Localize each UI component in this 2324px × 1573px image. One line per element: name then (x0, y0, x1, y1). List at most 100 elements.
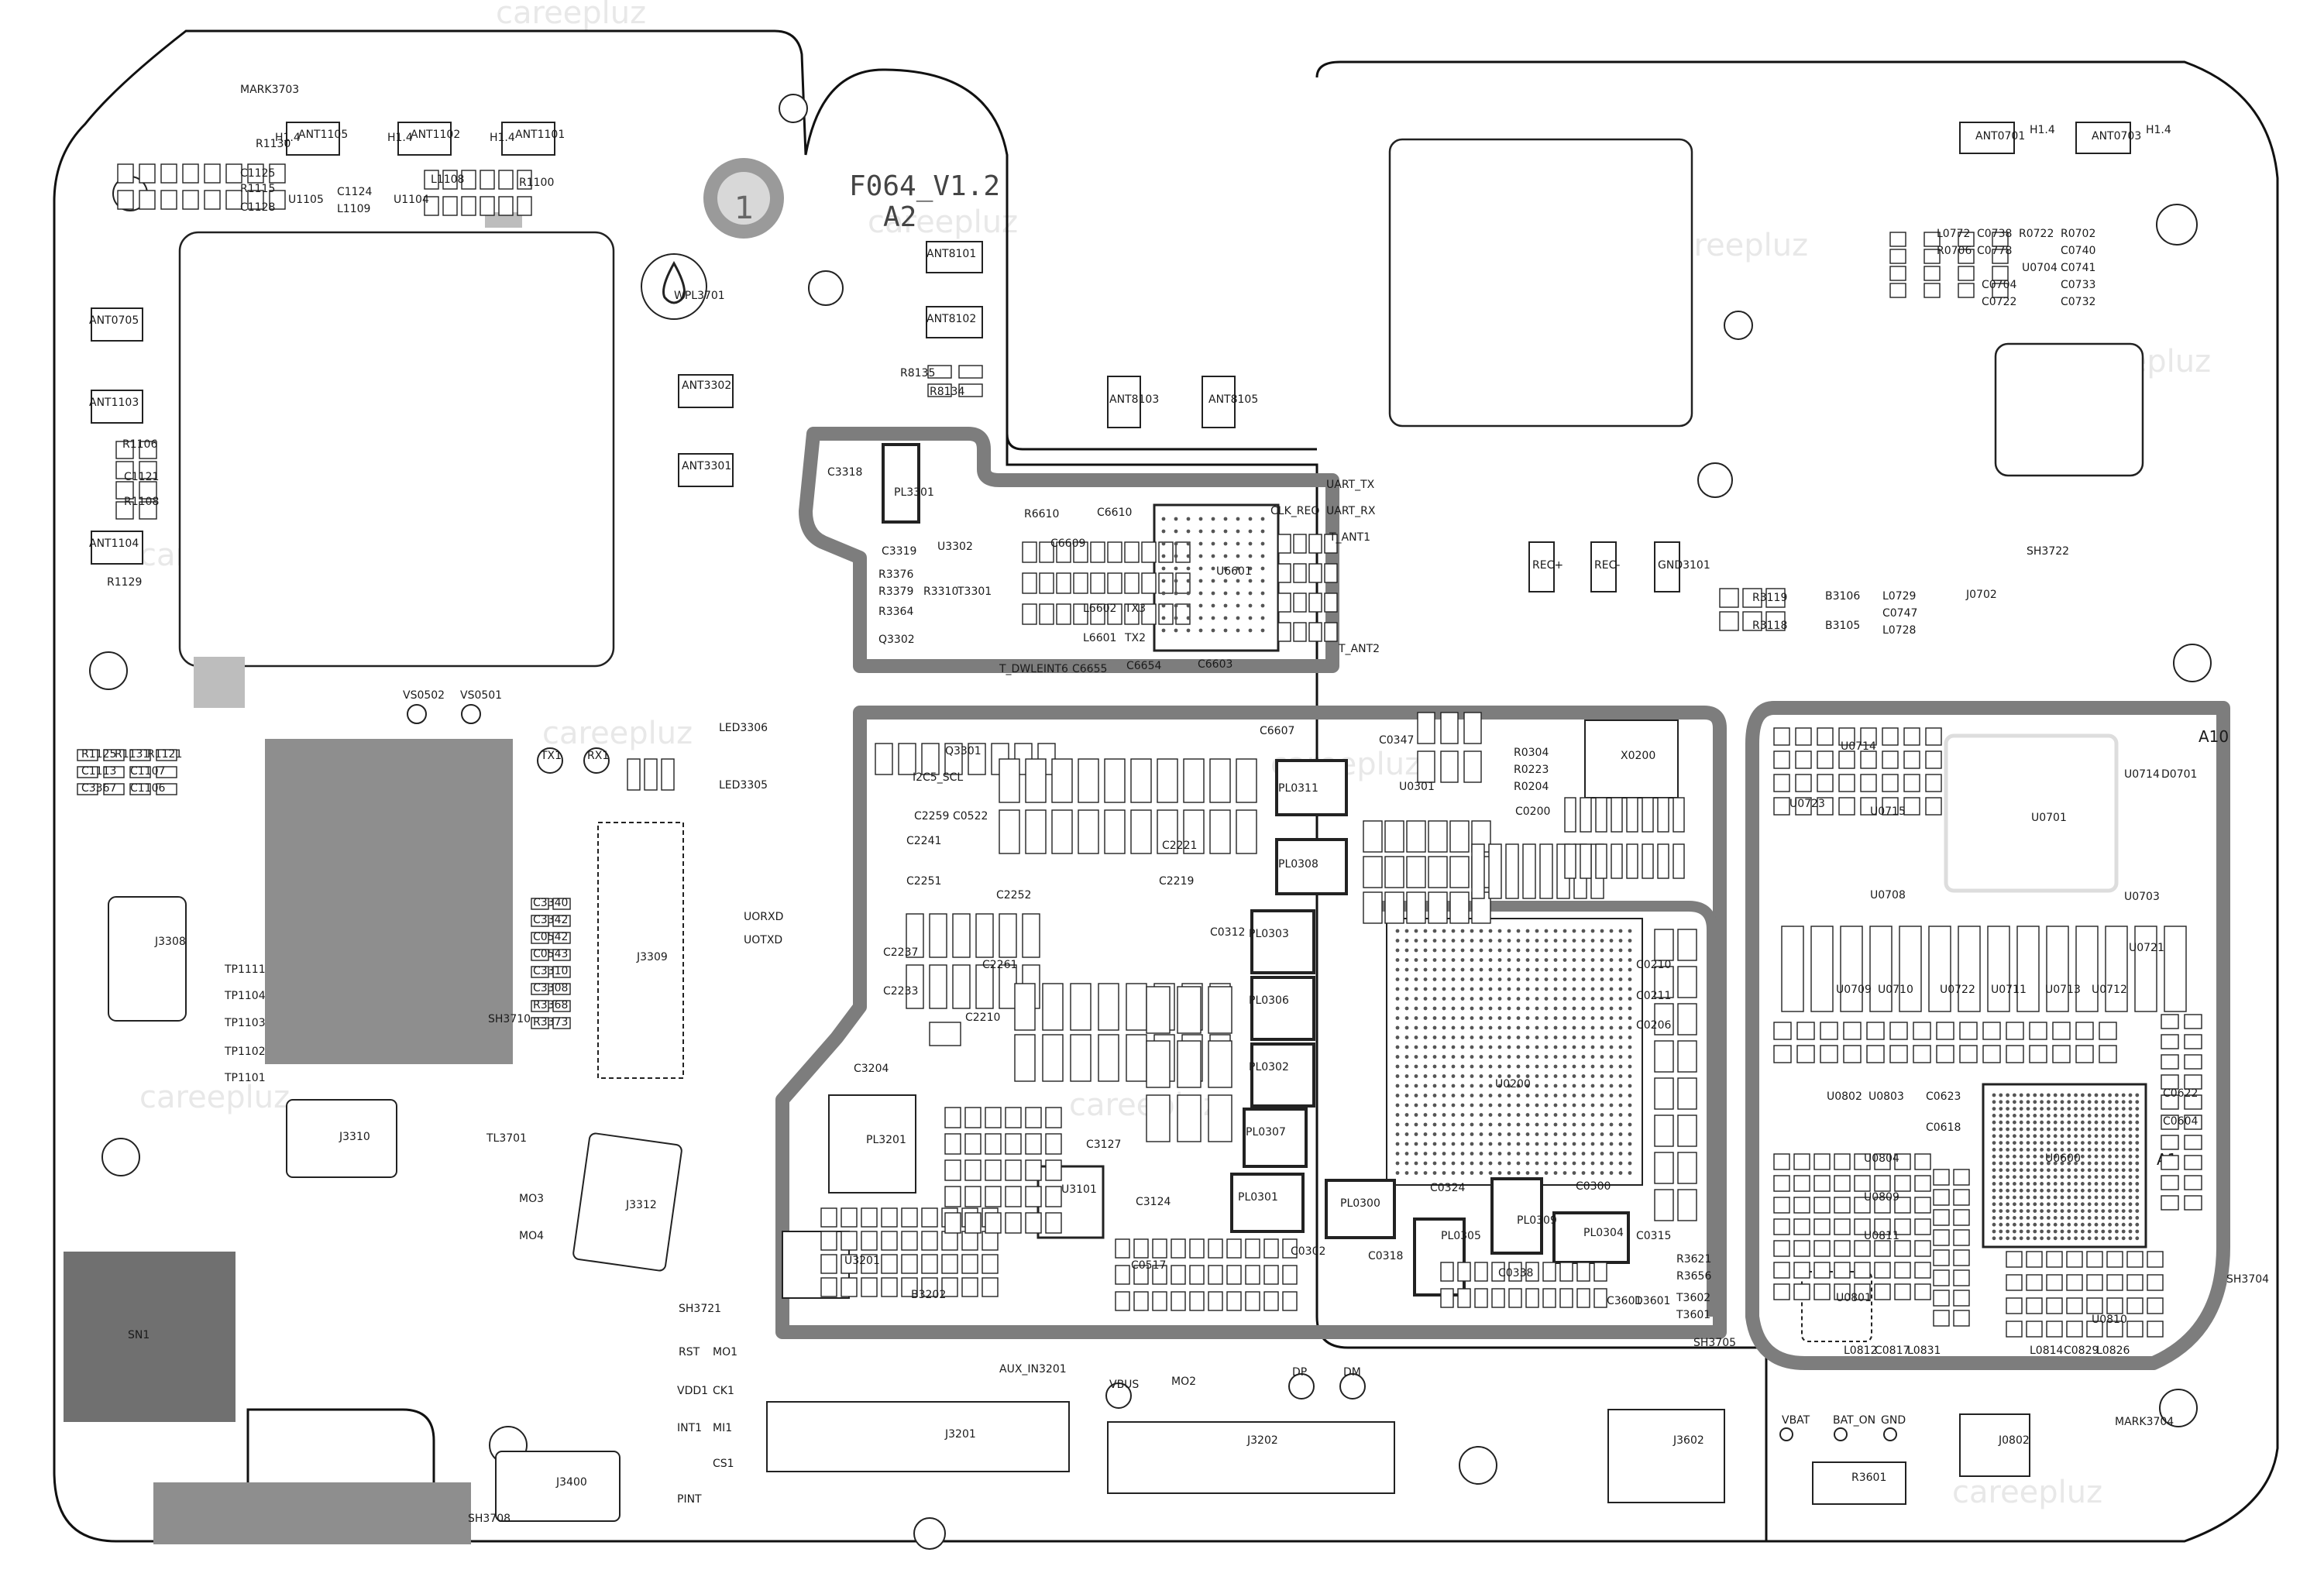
bga-pin (2101, 1127, 2106, 1132)
passive-part (944, 1159, 961, 1181)
bga-pin (1223, 579, 1228, 583)
bga-pin (1563, 987, 1567, 991)
bga-pin (1628, 1084, 1632, 1088)
bga-pin (1395, 1036, 1400, 1039)
bga-pin (2067, 1154, 2071, 1159)
passive-part (1471, 843, 1485, 899)
bga-pin (1423, 958, 1428, 962)
bga-pin (1248, 603, 1253, 608)
component-label: R0722 (2019, 228, 2054, 240)
passive-part (424, 170, 439, 190)
bga-pin (1460, 997, 1465, 1001)
bga-pin (2026, 1154, 2030, 1159)
bga-pin (1460, 1113, 1465, 1117)
passive-part (906, 913, 924, 958)
bga-pin (1432, 987, 1437, 991)
passive-part (1226, 1265, 1242, 1285)
bga-pin (1414, 1113, 1418, 1117)
bga-pin (1609, 1142, 1614, 1146)
bga-pin (1414, 1006, 1418, 1011)
bga-pin (2087, 1107, 2092, 1111)
bga-pin (2019, 1236, 2023, 1241)
passive-part (498, 196, 514, 216)
bga-pin (1544, 1064, 1549, 1069)
mounting-hole (89, 651, 128, 690)
bga-pin (2087, 1209, 2092, 1213)
component-label: PL0301 (1238, 1191, 1278, 1204)
passive-part (982, 1231, 999, 1251)
bga-pin (1516, 1036, 1521, 1039)
passive-part (115, 441, 134, 459)
bga-pin (2033, 1093, 2037, 1097)
bga-pin (2101, 1182, 2106, 1186)
passive-part (2184, 1074, 2202, 1090)
bga-pin (1581, 1161, 1586, 1166)
bga-pin (1535, 967, 1539, 972)
sn1-block (64, 1252, 235, 1422)
bga-pin (1628, 958, 1632, 962)
passive-part (1677, 1189, 1697, 1221)
passive-part (1626, 843, 1638, 879)
bga-pin (1404, 1025, 1409, 1030)
bga-pin (1609, 1036, 1614, 1039)
component-label: J3400 (555, 1476, 587, 1489)
bga-pin (1404, 1094, 1409, 1097)
passive-part (1611, 797, 1623, 833)
component-label: U3201 (844, 1255, 880, 1267)
bga-pin (1211, 628, 1215, 633)
bga-pin (1395, 1113, 1400, 1117)
bga-pin (1999, 1161, 2003, 1166)
bga-pin (1609, 1132, 1614, 1136)
passive-part (1874, 1218, 1891, 1235)
bga-pin (2026, 1107, 2030, 1111)
component-label: SH3721 (679, 1303, 721, 1315)
bga-pin (1432, 1113, 1437, 1117)
passive-part (927, 365, 952, 379)
bga-pin (1395, 1055, 1400, 1059)
bga-pin (1581, 997, 1586, 1001)
passive-part (115, 481, 134, 500)
bga-pin (2135, 1100, 2140, 1104)
bga-pin (2094, 1100, 2099, 1104)
bga-pin (1618, 977, 1623, 981)
passive-part (1933, 1310, 1950, 1327)
bga-pin (2101, 1216, 2106, 1220)
passive-part (1208, 1265, 1223, 1285)
bga-pin (2094, 1154, 2099, 1159)
bga-pin (2135, 1127, 2140, 1132)
passive-part (1070, 1034, 1092, 1082)
bga-pin (1544, 1036, 1549, 1039)
bga-pin (2013, 1182, 2016, 1186)
bga-pin (2121, 1216, 2126, 1220)
bga-pin (1460, 1055, 1465, 1059)
test-point (537, 747, 563, 774)
passive-part (552, 966, 571, 978)
bga-pin (1451, 958, 1456, 962)
bga-pin (2067, 1182, 2071, 1186)
bga-pin (1618, 997, 1623, 1001)
bga-pin (1479, 1103, 1483, 1108)
bga-pin (1563, 1103, 1567, 1108)
bga-pin (2026, 1100, 2030, 1104)
bga-pin (1451, 1074, 1456, 1078)
passive-part (1005, 1159, 1022, 1181)
bga-pin (1395, 1103, 1400, 1108)
passive-part (1982, 1022, 2001, 1040)
bga-pin (1618, 929, 1623, 933)
bga-pin (1507, 1142, 1511, 1146)
bga-pin (2074, 1216, 2078, 1220)
bga-pin (1479, 948, 1483, 953)
passive-part (944, 1133, 961, 1155)
bga-pin (2135, 1114, 2140, 1118)
bga-pin (2135, 1161, 2140, 1166)
component-label: R8135 (900, 367, 935, 380)
passive-part (1126, 983, 1147, 1031)
passive-part (1959, 1022, 1978, 1040)
bga-pin (1618, 967, 1623, 972)
bga-pin (2135, 1202, 2140, 1207)
passive-part (1090, 572, 1105, 594)
bga-pin (1442, 958, 1446, 962)
passive-part (1463, 750, 1482, 783)
bga-pin (2060, 1141, 2064, 1145)
board-outline-inner-top (1006, 433, 1317, 451)
